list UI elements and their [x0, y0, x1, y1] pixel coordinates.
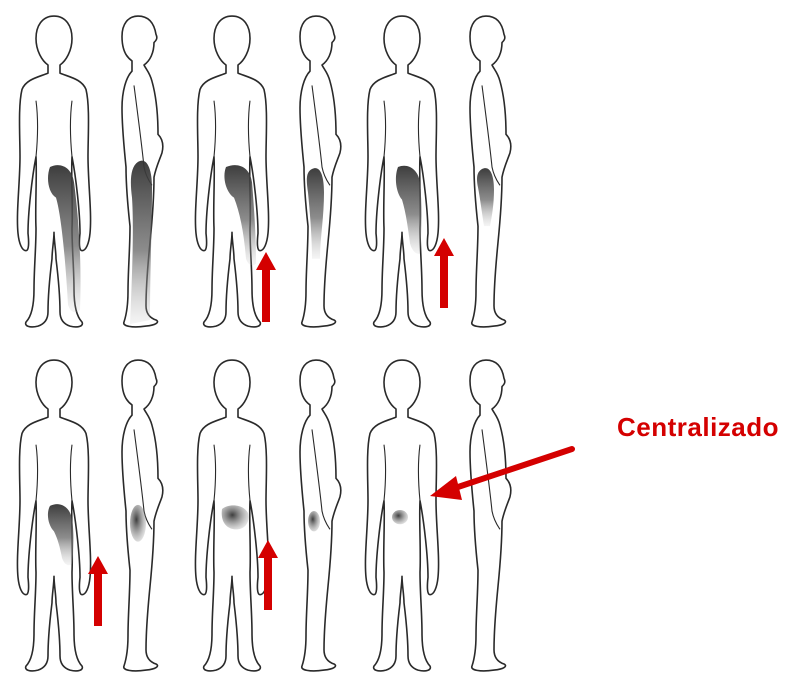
stage-1-front-figure: [17, 16, 90, 327]
pain-area: [392, 510, 408, 524]
pain-area: [130, 505, 146, 542]
stage-2-side-figure: [300, 16, 341, 327]
stage-3-side-figure: [470, 16, 511, 327]
stage-4-front-figure: [17, 360, 90, 671]
stage-2-front-figure: [195, 16, 268, 327]
stage-4-side-figure: [122, 360, 163, 671]
stage-5-side-figure: [300, 360, 341, 671]
stage-6-side-figure: [470, 360, 511, 671]
pain-area: [308, 511, 320, 531]
centralizado-label: Centralizado: [617, 412, 779, 443]
stage-3-front-figure: [365, 16, 438, 327]
stage-1-side-figure: [122, 16, 163, 327]
stage-2-arrow: [256, 252, 276, 322]
stage-5-front-figure: [195, 360, 268, 671]
stage-6-front-figure: [365, 360, 438, 671]
pain-area: [130, 161, 152, 324]
stage-3-arrow: [434, 238, 454, 308]
